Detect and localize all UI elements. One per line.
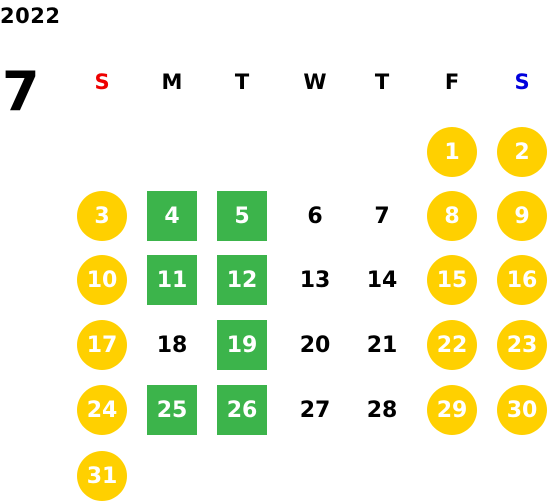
day-cell-14: 14 [366, 267, 398, 293]
weekday-saturday: S [514, 70, 530, 94]
weekday-sunday: S [94, 70, 110, 94]
day-cell-27: 27 [299, 397, 331, 423]
day-cell-3: 3 [77, 191, 127, 241]
day-cell-13: 13 [299, 267, 331, 293]
day-cell-19: 19 [217, 320, 267, 370]
day-cell-31: 31 [77, 451, 127, 501]
weekday-wednesday: W [303, 70, 327, 94]
day-cell-22: 22 [427, 320, 477, 370]
day-cell-10: 10 [77, 255, 127, 305]
day-cell-15: 15 [427, 255, 477, 305]
day-cell-5: 5 [217, 191, 267, 241]
day-cell-16: 16 [497, 255, 547, 305]
day-cell-21: 21 [366, 332, 398, 358]
day-cell-20: 20 [299, 332, 331, 358]
day-cell-29: 29 [427, 385, 477, 435]
day-cell-4: 4 [147, 191, 197, 241]
day-cell-11: 11 [147, 255, 197, 305]
day-cell-30: 30 [497, 385, 547, 435]
day-cell-7: 7 [374, 203, 390, 229]
day-cell-25: 25 [147, 385, 197, 435]
day-cell-12: 12 [217, 255, 267, 305]
day-cell-9: 9 [497, 191, 547, 241]
weekday-monday: M [161, 70, 183, 94]
calendar-month: 7 [2, 60, 40, 123]
weekday-tuesday: T [234, 70, 250, 94]
day-cell-24: 24 [77, 385, 127, 435]
weekday-thursday: T [374, 70, 390, 94]
day-cell-2: 2 [497, 127, 547, 177]
calendar-year: 2022 [0, 4, 61, 28]
day-cell-26: 26 [217, 385, 267, 435]
day-cell-8: 8 [427, 191, 477, 241]
day-cell-23: 23 [497, 320, 547, 370]
weekday-friday: F [444, 70, 460, 94]
day-cell-28: 28 [366, 397, 398, 423]
day-cell-6: 6 [307, 203, 323, 229]
day-cell-18: 18 [156, 332, 188, 358]
day-cell-1: 1 [427, 127, 477, 177]
day-cell-17: 17 [77, 320, 127, 370]
